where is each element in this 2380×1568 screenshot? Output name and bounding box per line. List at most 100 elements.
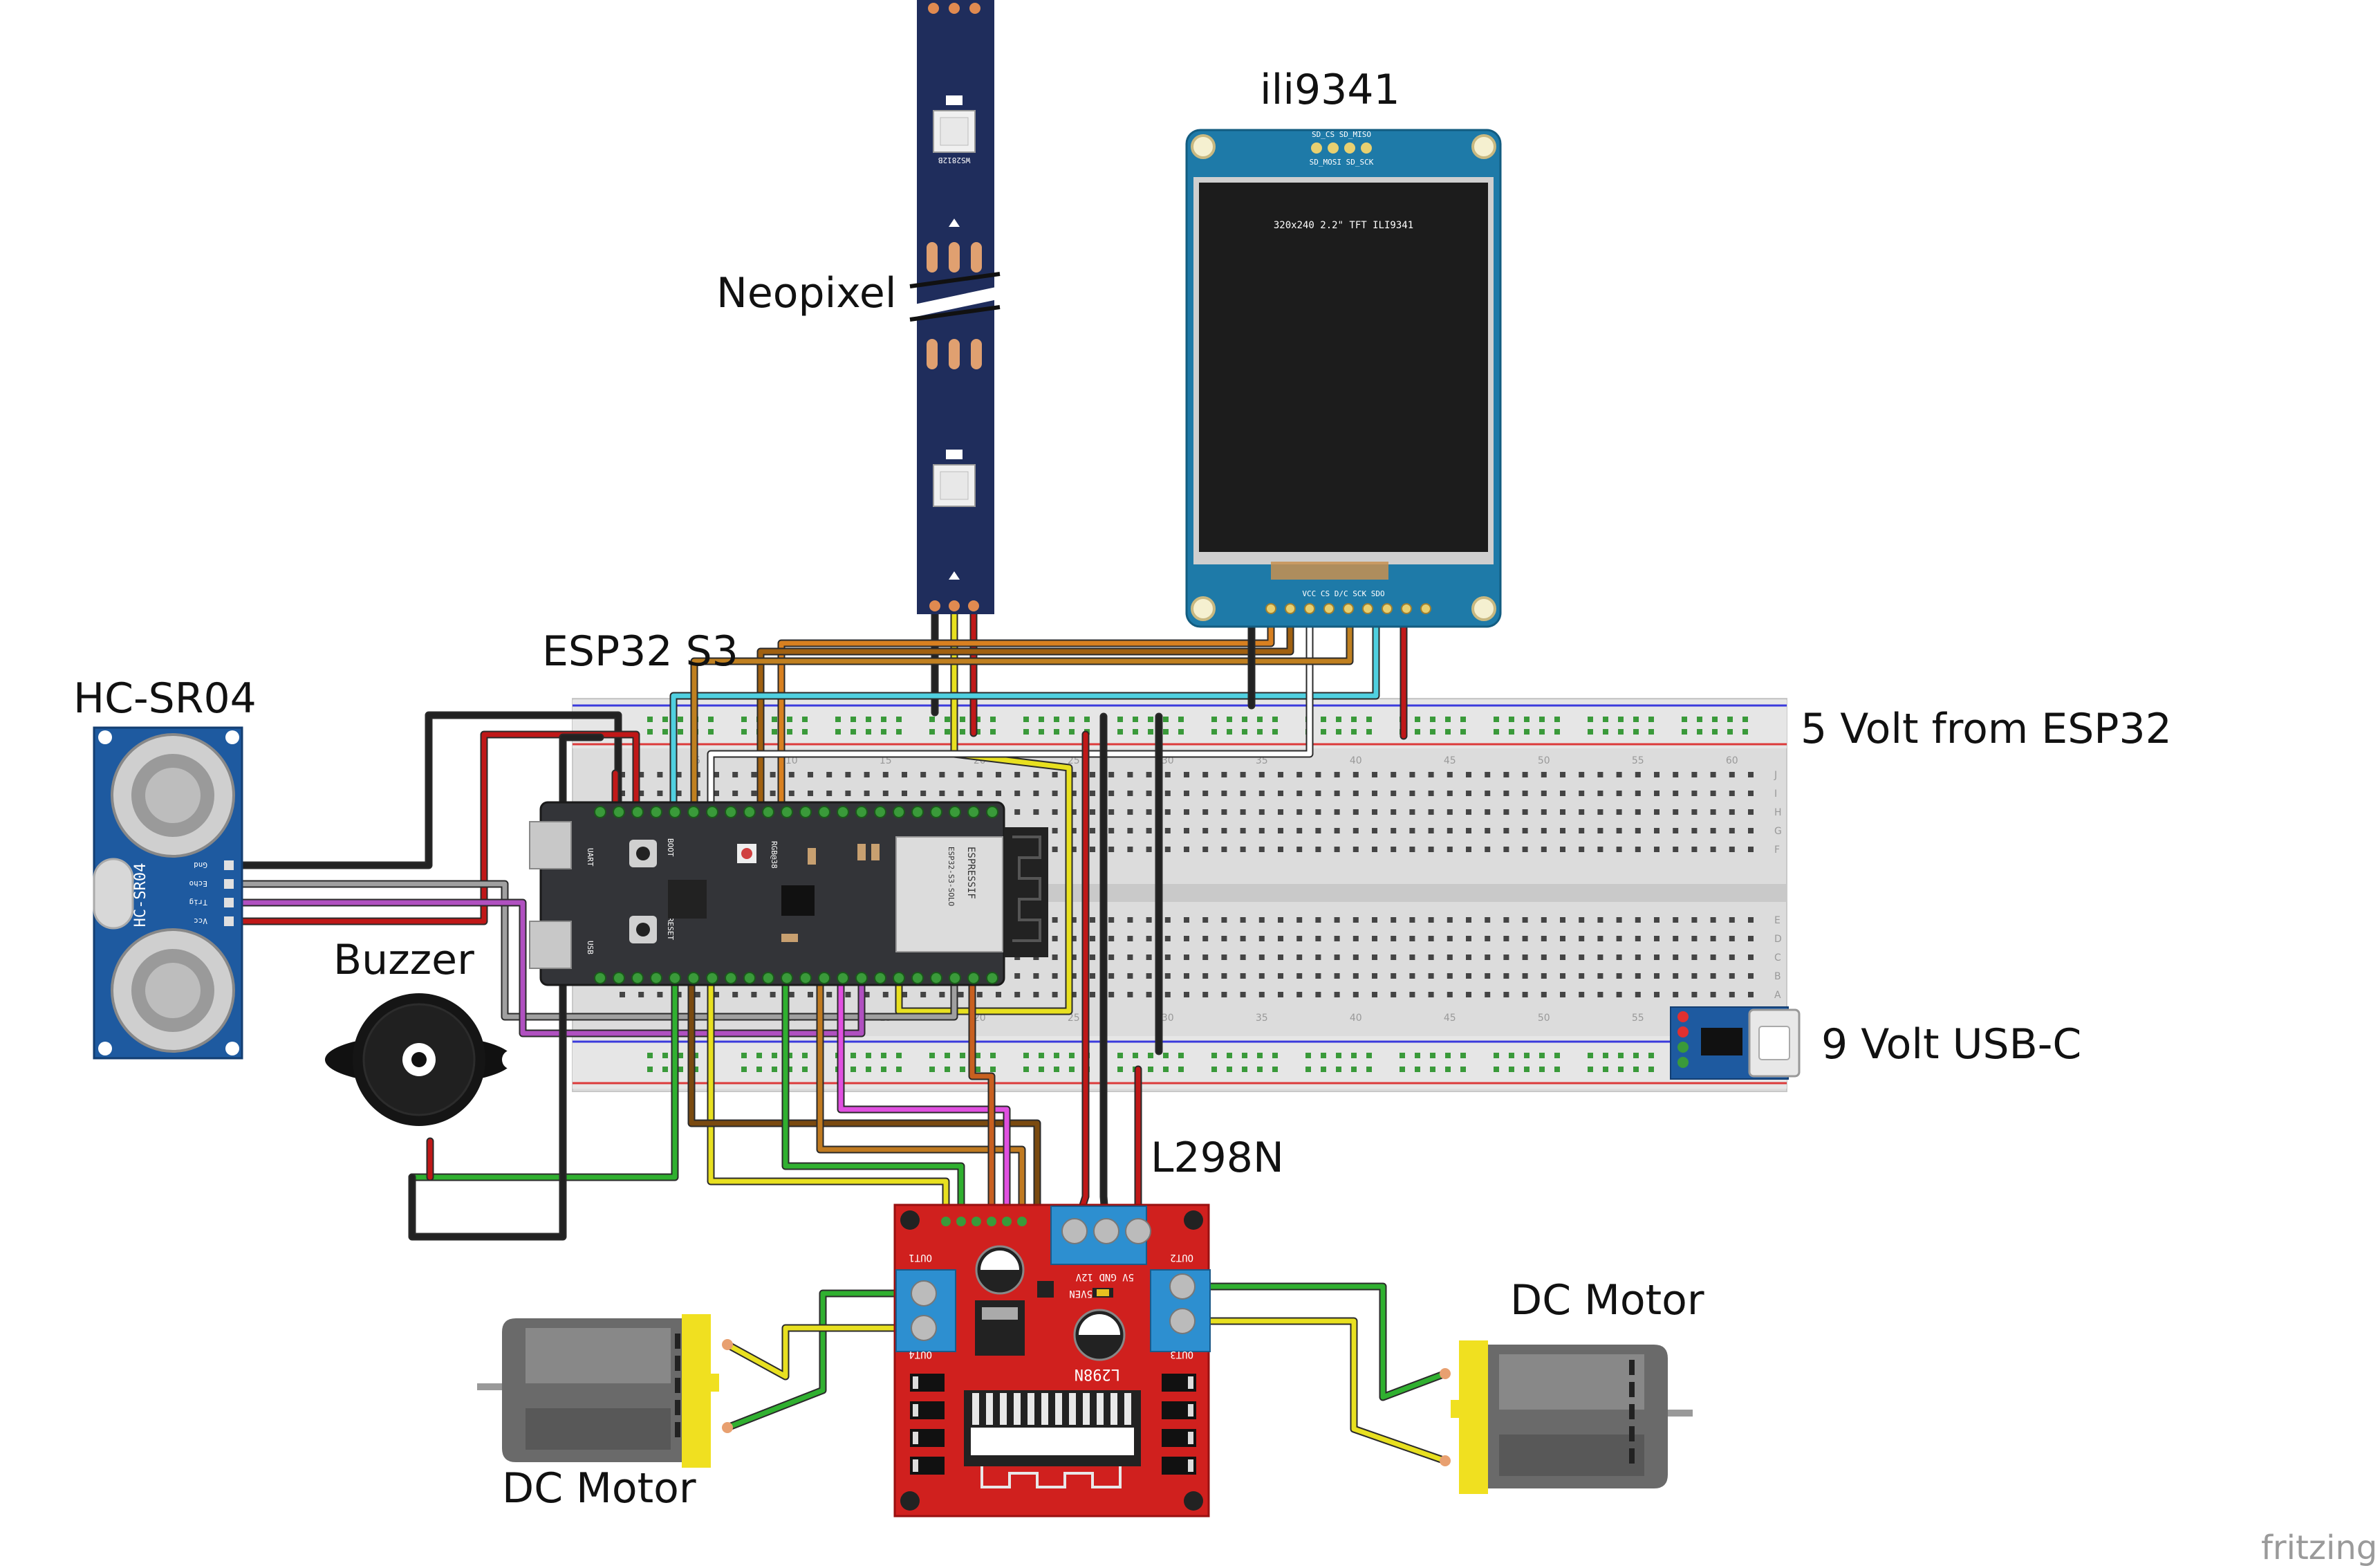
tft-display: SD_CS SD_MISO SD_MOSI SD_SCK 320x240 2.2… [1185,129,1502,628]
esp32-boot-label: BOOT [666,838,675,857]
wire [1180,1284,1448,1400]
wire [409,735,603,1239]
l298n-chip-label: L298N [1075,1365,1120,1383]
hc-sr04-pins: Gnd Echo Trig Vcc [189,860,234,926]
label-buzzer: Buzzer [333,936,474,984]
wire [896,611,1072,1014]
label-hc-sr04: HC-SR04 [73,674,257,723]
esp32-uart-label: UART [586,848,595,867]
tft-sd-pins-top: SD_CS SD_MISO [1312,130,1371,139]
ultrasonic-transducer-top [111,733,235,858]
l298n-out1-label: OUT1 [909,1252,932,1263]
label-ili9341: ili9341 [1260,66,1400,114]
l298n-input-pins [941,1217,1027,1226]
svg-text:F: F [1774,845,1780,856]
svg-text:30: 30 [1162,1013,1174,1024]
dc-motor-left [477,1314,733,1468]
svg-text:55: 55 [1632,1013,1644,1024]
ultrasonic-transducer-bottom [111,928,235,1053]
svg-text:35: 35 [1256,755,1268,766]
label-esp32: ESP32 S3 [542,627,738,676]
esp32-module-name: ESP32-S3-SOLO [947,847,956,906]
dc-motor-right [1440,1340,1693,1494]
svg-text:C: C [1774,952,1781,963]
svg-text:10: 10 [785,755,798,766]
buzzer [325,993,521,1126]
esp32-s3-board: UART USB BOOT RESET RGB@38 ESPRESSIF ESP… [529,801,1048,986]
l298n-5ven-label: 5VEN [1069,1288,1093,1299]
wire [689,975,1040,1224]
wire [409,975,678,1180]
svg-text:15: 15 [880,755,892,766]
svg-text:H: H [1774,807,1782,818]
wire-outline [1178,1282,1449,1401]
l298n-power-label: 5V GND 12V [1075,1271,1134,1282]
wire [758,606,1293,815]
hc-sr04-pin-trig: Trig [189,898,208,907]
esp32-module-brand: ESPRESSIF [965,847,976,899]
svg-text:B: B [1774,971,1781,982]
label-5-volt: 5 Volt from ESP32 [1801,705,2172,753]
label-dc-motor-left: DC Motor [502,1464,696,1513]
tft-sd-pins-bottom: SD_MOSI SD_SCK [1310,158,1374,167]
wire [838,975,1010,1224]
svg-text:40: 40 [1350,1013,1362,1024]
label-neopixel: Neopixel [716,269,897,317]
svg-text:45: 45 [1444,1013,1456,1024]
wire [708,606,1312,815]
svg-text:I: I [1774,788,1777,800]
svg-text:J: J [1774,770,1777,781]
svg-text:60: 60 [1726,755,1738,766]
label-dc-motor-right: DC Motor [1510,1276,1704,1325]
wires [230,605,1449,1465]
usb-c-power-module [1670,1006,1801,1080]
wire [691,606,1352,815]
neopixel-pads-1 [927,219,982,273]
wire [671,606,1379,815]
svg-text:40: 40 [1350,755,1362,766]
wire [231,881,957,1020]
svg-text:45: 45 [1444,755,1456,766]
svg-text:G: G [1774,826,1782,837]
esp32-usb-label: USB [586,941,595,954]
wire [783,975,964,1224]
wire [969,975,994,1224]
tft-pin-labels: VCC CS D/C SCK SDO [1302,589,1384,598]
svg-text:25: 25 [1068,755,1080,766]
esp32-rgb-label: RGB@38 [770,841,779,869]
neopixel-pads-2 [927,339,982,369]
hc-sr04-pin-vcc: Vcc [194,916,207,925]
l298n-out2-label: OUT2 [1170,1252,1193,1263]
wire [725,1291,927,1430]
l298n-out4-label: OUT4 [909,1349,932,1360]
svg-text:20: 20 [974,1013,986,1024]
svg-text:50: 50 [1538,1013,1550,1024]
wire [725,1325,927,1379]
wire [231,900,864,1036]
label-9-volt: 9 Volt USB-C [1821,1020,2081,1069]
labels: ili9341 Neopixel ESP32 S3 HC-SR04 5 Volt… [73,66,2377,1567]
l298n-driver: OUT1 OUT4 OUT2 OUT3 5V GND 12V 5VEN L298… [893,1203,1211,1518]
l298n-out-left-terminal [895,1269,956,1352]
l298n-out-right-terminal [1150,1269,1211,1352]
tft-screen-title: 320x240 2.2" TFT ILI9341 [1274,220,1413,231]
hc-sr04-pin-gnd: Gnd [194,860,207,869]
neopixel-strip: WS2812B [909,0,1001,614]
wire [708,975,949,1224]
esp32-reset-label: RESET [666,917,675,940]
wire [1180,1318,1448,1464]
svg-text:50: 50 [1538,755,1550,766]
svg-text:A: A [1774,990,1781,1001]
svg-text:25: 25 [1068,1013,1080,1024]
svg-text:E: E [1774,915,1781,926]
label-l298n: L298N [1151,1134,1284,1182]
neopixel-led-label: WS2812B [938,156,970,165]
fritzing-watermark: fritzing [2261,1529,2377,1567]
svg-text:30: 30 [1162,755,1174,766]
tft-header-pins [1265,603,1431,614]
wire [231,712,621,868]
esp32-header-pins [594,806,998,984]
l298n-diodes [910,1374,1196,1475]
